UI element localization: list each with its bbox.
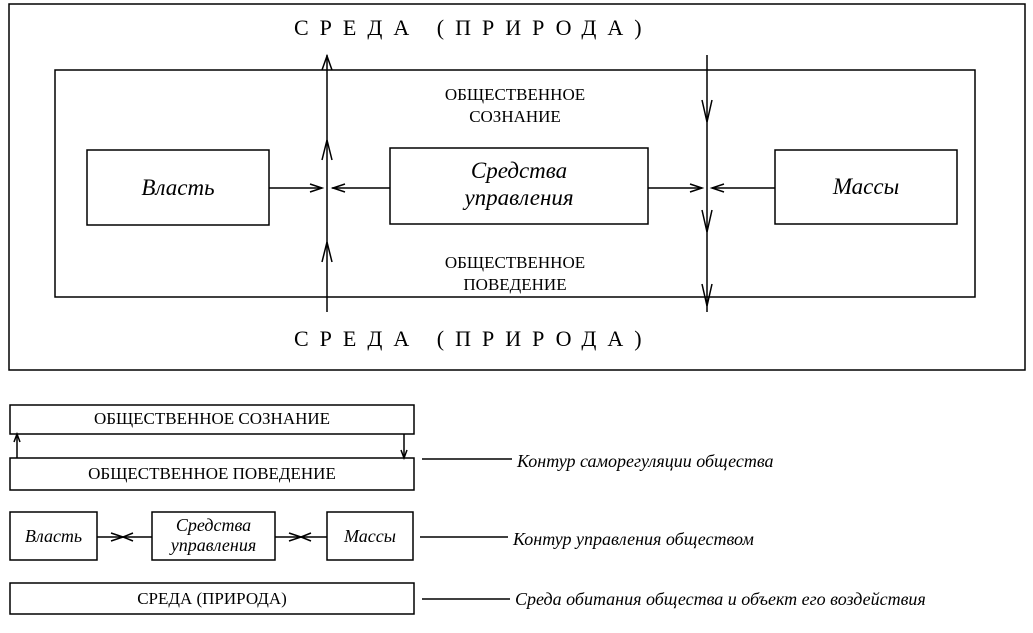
left-arrow-lower — [321, 241, 333, 263]
means-box-shape — [389, 147, 649, 225]
legend-left-feedback-arrow — [13, 431, 21, 443]
right-arrow-upper — [701, 99, 713, 123]
right-arrow-bottom — [701, 283, 713, 307]
environment-bottom-label: СРЕДА (ПРИРОДА) — [294, 326, 653, 351]
control-contour-label: Контур управления обществом — [513, 529, 754, 549]
masses-label: Массы — [832, 174, 900, 199]
masses-arrowhead — [709, 183, 725, 193]
legend-masses-shape — [326, 511, 414, 561]
society-frame — [54, 69, 976, 298]
legend-consciousness-label: ОБЩЕСТВЕННОЕ СОЗНАНИЕ — [93, 409, 331, 428]
legend-means-label: Средства управления — [170, 515, 257, 555]
legend-arrowhead-2 — [120, 532, 134, 542]
legend-power-label: Власть — [24, 526, 83, 546]
self-regulation-contour-label: Контур саморегуляции общества — [517, 451, 774, 471]
environment-frame — [8, 3, 1026, 371]
power-label: Власть — [141, 175, 215, 200]
left-arrow-upper — [321, 139, 333, 161]
legend-masses-label: Массы — [344, 526, 396, 546]
means-of-control-label: Средства управления — [464, 158, 574, 210]
means-right-arrowhead — [689, 183, 705, 193]
legend-consciousness-shape — [9, 404, 415, 435]
legend-behavior-shape — [9, 457, 415, 491]
legend-behavior-label: ОБЩЕСТВЕННОЕ ПОВЕДЕНИЕ — [88, 464, 336, 483]
legend-means-shape — [151, 511, 276, 561]
legend-environment-label: СРЕДА (ПРИРОДА) — [137, 589, 287, 608]
environment-top-label: СРЕДА (ПРИРОДА) — [294, 15, 653, 40]
power-arrowhead — [309, 183, 325, 193]
legend-environment-shape — [9, 582, 415, 615]
legend-arrowhead-4 — [298, 532, 312, 542]
means-left-arrowhead — [330, 183, 346, 193]
right-arrow-mid — [701, 209, 713, 233]
left-arrow-top — [321, 53, 333, 71]
legend-right-feedback-arrow — [400, 449, 408, 461]
legend-power-shape — [9, 511, 98, 561]
public-consciousness-label: ОБЩЕСТВЕННОЕ СОЗНАНИЕ — [444, 85, 586, 126]
environment-description-label: Среда обитания общества и объект его воз… — [515, 589, 926, 609]
public-behavior-label: ОБЩЕСТВЕННОЕ ПОВЕДЕНИЕ — [444, 253, 586, 294]
masses-box-shape — [774, 149, 958, 225]
